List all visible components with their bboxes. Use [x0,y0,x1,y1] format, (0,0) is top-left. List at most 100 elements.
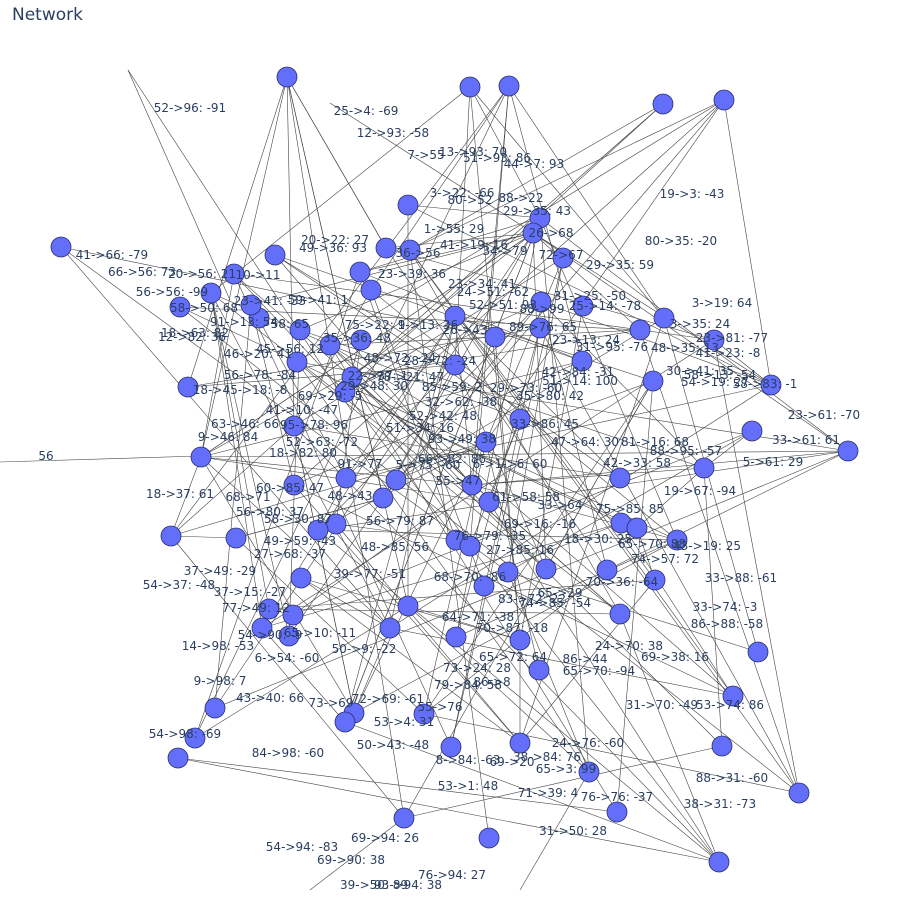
graph-node[interactable] [385,469,407,491]
graph-node[interactable] [703,329,725,351]
graph-node[interactable] [666,529,688,551]
graph-node[interactable] [596,559,618,581]
graph-node[interactable] [190,446,212,468]
edge-label: 65->70: -94 [563,664,635,678]
graph-node[interactable] [497,561,519,583]
graph-node[interactable] [837,440,859,462]
graph-node[interactable] [711,735,733,757]
graph-node[interactable] [335,467,357,489]
edge-label: 43->40: 66 [236,691,304,705]
graph-node[interactable] [572,295,594,317]
graph-node[interactable] [160,525,182,547]
graph-node[interactable] [652,93,674,115]
graph-node[interactable] [509,408,531,430]
graph-node[interactable] [571,350,593,372]
graph-node[interactable] [629,319,651,341]
graph-node[interactable] [282,604,304,626]
edge-label: 46->20: 41 [224,347,292,361]
graph-node[interactable] [445,626,467,648]
edge-label: 12->82: 36 [158,330,226,344]
graph-node[interactable] [509,629,531,651]
graph-node[interactable] [552,247,574,269]
graph-node[interactable] [397,194,419,216]
graph-node[interactable] [379,617,401,639]
graph-node[interactable] [708,851,730,873]
graph-node[interactable] [461,474,483,496]
edge-line [469,86,521,641]
graph-node[interactable] [307,519,329,541]
graph-node[interactable] [444,305,466,327]
graph-node[interactable] [760,374,782,396]
graph-node[interactable] [349,261,371,283]
graph-node[interactable] [289,319,311,341]
edge-line [519,771,590,891]
graph-node[interactable] [225,527,247,549]
graph-node[interactable] [283,415,305,437]
graph-node[interactable] [334,381,356,403]
graph-node[interactable] [413,703,435,725]
graph-node[interactable] [653,307,675,329]
graph-node[interactable] [372,487,394,509]
graph-node[interactable] [399,239,421,261]
graph-node[interactable] [609,467,631,489]
graph-node[interactable] [722,685,744,707]
graph-node[interactable] [788,782,810,804]
graph-node[interactable] [693,457,715,479]
graph-node[interactable] [528,659,550,681]
graph-node[interactable] [319,334,341,356]
graph-node[interactable] [713,89,735,111]
graph-node[interactable] [286,351,308,373]
graph-node[interactable] [167,747,189,769]
graph-node[interactable] [258,598,280,620]
edge-label: 37->15: -27 [214,585,286,599]
graph-node[interactable] [278,625,300,647]
graph-node[interactable] [177,376,199,398]
graph-node[interactable] [741,420,763,442]
graph-node[interactable] [184,727,206,749]
graph-node[interactable] [375,237,397,259]
graph-node[interactable] [204,697,226,719]
graph-node[interactable] [240,294,262,316]
graph-node[interactable] [644,569,666,591]
graph-node[interactable] [606,801,628,823]
graph-node[interactable] [360,279,382,301]
graph-node[interactable] [484,326,506,348]
graph-node[interactable] [264,244,286,266]
graph-node[interactable] [475,431,497,453]
graph-node[interactable] [440,736,462,758]
graph-node[interactable] [200,282,222,304]
graph-node[interactable] [276,66,298,88]
graph-node[interactable] [578,761,600,783]
graph-node[interactable] [169,296,191,318]
graph-node[interactable] [444,354,466,376]
graph-node[interactable] [251,617,273,639]
edge-label: 24->76: -60 [552,736,624,750]
graph-node[interactable] [478,827,500,849]
graph-node[interactable] [522,222,544,244]
graph-node[interactable] [397,595,419,617]
edge-label: 10->11 [236,268,281,282]
graph-node[interactable] [529,317,551,339]
graph-node[interactable] [334,711,356,733]
graph-node[interactable] [535,558,557,580]
graph-node[interactable] [473,575,495,597]
graph-node[interactable] [393,807,415,829]
edge-line [127,69,231,301]
graph-node[interactable] [350,329,372,351]
graph-node[interactable] [626,517,648,539]
edge-line [292,484,473,616]
graph-node[interactable] [509,732,531,754]
graph-node[interactable] [290,567,312,589]
graph-node[interactable] [478,491,500,513]
graph-node[interactable] [223,263,245,285]
graph-node[interactable] [498,75,520,97]
graph-node[interactable] [609,603,631,625]
graph-node[interactable] [459,76,481,98]
graph-node[interactable] [747,641,769,663]
graph-node[interactable] [642,370,664,392]
graph-node[interactable] [50,236,72,258]
graph-node[interactable] [459,535,481,557]
graph-node[interactable] [530,291,552,313]
edge-label: 53->74: 86 [696,698,764,712]
graph-node[interactable] [283,474,305,496]
